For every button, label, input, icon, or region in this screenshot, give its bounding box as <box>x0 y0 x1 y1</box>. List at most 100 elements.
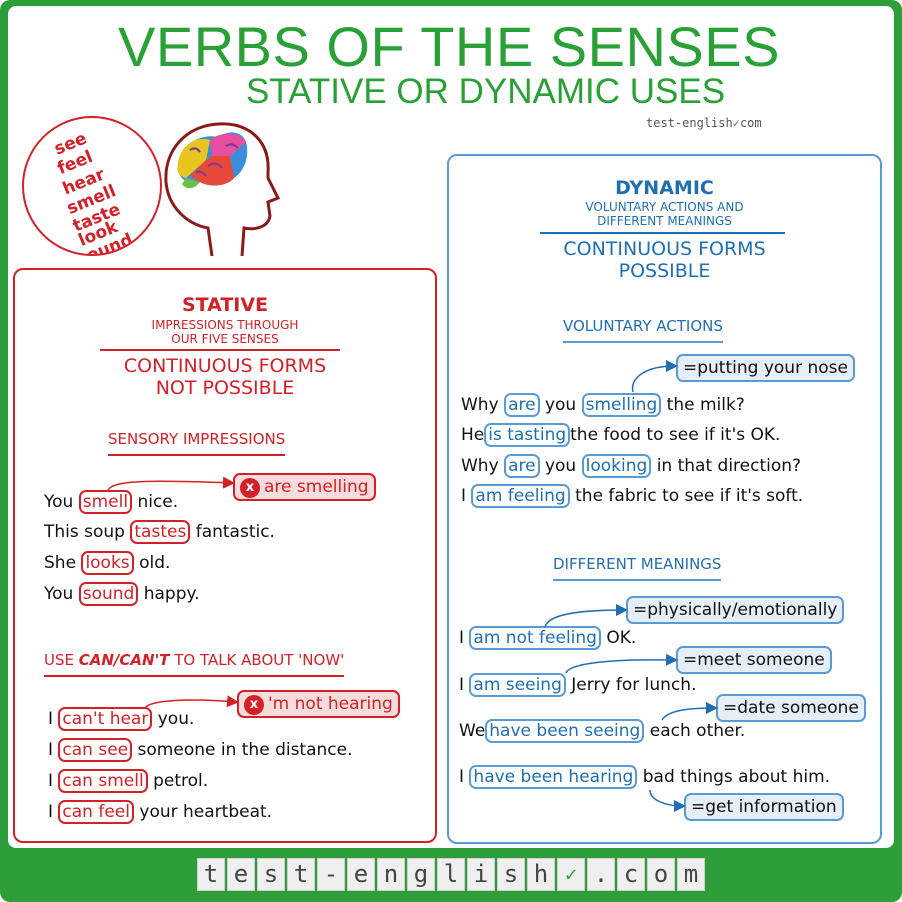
logo-letter: t <box>197 858 225 891</box>
stative-title: STATIVE <box>181 294 269 316</box>
stative-panel <box>13 268 437 843</box>
page-subtitle: STATIVE OR DYNAMIC USES <box>246 72 726 111</box>
verb-highlight: can smell <box>58 769 148 793</box>
logo-letter: l <box>437 858 465 891</box>
verb-highlight: are <box>504 393 540 417</box>
example-sentence: I am seeing Jerry for lunch. <box>459 673 696 697</box>
verb-highlight: can feel <box>58 800 134 824</box>
verb-highlight: have been seeing <box>485 719 645 743</box>
sentence-text: happy. <box>143 584 200 604</box>
sentence-text: old. <box>139 553 171 573</box>
dynamic-description-line2: DIFFERENT MEANINGS <box>597 214 732 228</box>
verb-highlight: looks <box>81 551 134 575</box>
logo-letter: - <box>317 858 345 891</box>
verb-highlight: can see <box>58 738 133 762</box>
logo-letter: t <box>287 858 315 891</box>
meaning-callout: =get information <box>684 793 844 821</box>
meaning-callout: =meet someone <box>676 646 832 674</box>
section-text: TO TALK ABOUT 'NOW' <box>174 651 345 669</box>
example-sentence: Why are you looking in that direction? <box>461 454 801 478</box>
sentence-text: your heartbeat. <box>139 802 273 822</box>
dynamic-title: DYNAMIC <box>615 177 714 199</box>
sentence-text: She <box>44 553 77 573</box>
meaning-callout: =date someone <box>716 694 866 722</box>
sentence-text: the food to see if it's OK. <box>570 425 781 445</box>
brand-logo-small: test-english✓com <box>646 116 762 130</box>
example-sentence: I can't hear you. <box>48 707 194 731</box>
verb-highlight: is tasting <box>484 423 571 447</box>
dynamic-description-line1: VOLUNTARY ACTIONS AND <box>585 200 744 214</box>
sentence-text: I <box>461 486 467 506</box>
sentence-text: You <box>44 584 74 604</box>
logo-letter: o <box>647 858 675 891</box>
sentence-text: bad things about him. <box>642 767 831 787</box>
example-sentence: You sound happy. <box>44 582 200 606</box>
logo-letter: e <box>227 858 255 891</box>
footer-logo: t e s t - e n g l i s h ✓ . c o m <box>197 858 707 891</box>
sentence-text: I <box>48 802 54 822</box>
cross-icon: x <box>240 478 260 498</box>
logo-letter: . <box>587 858 615 891</box>
verb-highlight: smell <box>78 490 133 514</box>
example-sentence: I can smell petrol. <box>48 769 208 793</box>
section-sensory-impressions: SENSORY IMPRESSIONS <box>108 430 286 456</box>
sentence-text: in that direction? <box>656 456 802 476</box>
page-title: VERBS OF THE SENSES <box>118 15 780 78</box>
dynamic-divider <box>540 232 785 234</box>
dynamic-panel <box>447 154 882 844</box>
logo-letter: i <box>467 858 495 891</box>
sentence-text: Why <box>461 395 499 415</box>
sentence-text: You <box>44 492 74 512</box>
sentence-text: someone in the distance. <box>137 740 353 760</box>
brand-name: test-english <box>646 116 733 130</box>
section-voluntary-actions: VOLUNTARY ACTIONS <box>563 317 723 343</box>
logo-letter: n <box>377 858 405 891</box>
sentence-text: petrol. <box>153 771 209 791</box>
verb-highlight: sound <box>78 582 139 606</box>
example-sentence: Why are you smelling the milk? <box>461 393 745 417</box>
example-sentence: I can feel your heartbeat. <box>48 800 272 824</box>
sentence-text: I <box>459 628 465 648</box>
meaning-callout: =physically/emotionally <box>626 596 845 624</box>
sentence-text: you <box>544 456 577 476</box>
senses-badge: see feel hear smell taste look sound <box>22 116 162 256</box>
example-sentence: I am feeling the fabric to see if it's s… <box>461 484 803 508</box>
sentence-text: He <box>461 425 485 445</box>
verb-highlight: are <box>504 454 540 478</box>
check-icon: ✓ <box>732 116 740 130</box>
sentence-text: you. <box>157 709 195 729</box>
example-sentence: I can see someone in the distance. <box>48 738 353 762</box>
callout-text: 'm not hearing <box>268 694 393 714</box>
sentence-text: I <box>48 709 54 729</box>
stative-rule-line1: CONTINUOUS FORMS <box>123 355 327 377</box>
verb-highlight: am feeling <box>471 484 570 508</box>
check-icon: ✓ <box>557 858 585 891</box>
sentence-text: OK. <box>606 628 637 648</box>
example-sentence: She looks old. <box>44 551 170 575</box>
logo-letter: m <box>677 858 705 891</box>
brain-head-illustration <box>164 122 280 257</box>
sentence-text: I <box>48 740 54 760</box>
logo-letter: s <box>497 858 525 891</box>
sentence-text: nice. <box>137 492 179 512</box>
sentence-text: the milk? <box>666 395 745 415</box>
stative-description-line2: OUR FIVE SENSES <box>171 332 279 346</box>
sentence-text: We <box>459 721 486 741</box>
section-emphasis: CAN/CAN'T <box>78 651 170 669</box>
verb-highlight: am not feeling <box>469 626 601 650</box>
section-text: USE <box>44 651 74 669</box>
brand-tld: com <box>739 116 762 130</box>
verb-highlight: smelling <box>581 393 662 417</box>
stative-divider <box>100 349 340 351</box>
sentence-text: fantastic. <box>195 522 275 542</box>
stative-rule-line2: NOT POSSIBLE <box>155 377 295 399</box>
sentence-text: each other. <box>649 721 746 741</box>
sentence-text: you <box>544 395 577 415</box>
example-sentence: I have been hearing bad things about him… <box>459 765 830 789</box>
dynamic-rule-line2: POSSIBLE <box>618 260 711 282</box>
sentence-text: I <box>459 767 465 787</box>
sentence-text: Jerry for lunch. <box>571 675 697 695</box>
